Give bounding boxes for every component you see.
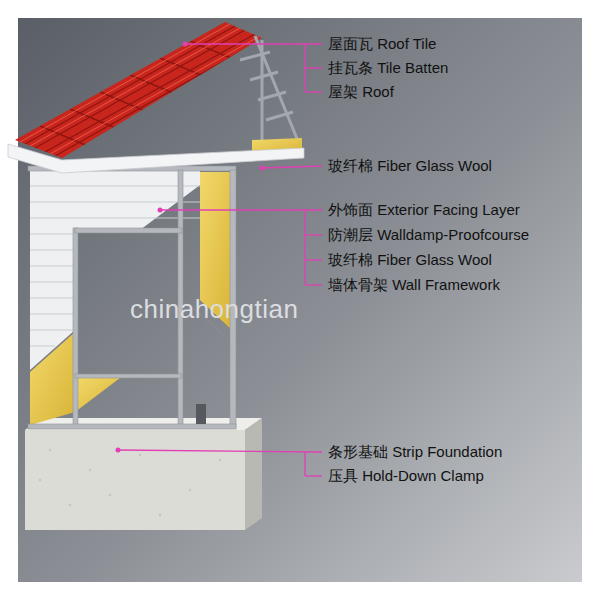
leader-lines xyxy=(118,44,322,476)
watermark: chinahongtian xyxy=(130,294,298,325)
strip-foundation xyxy=(25,430,245,530)
part-label: 屋架 Roof xyxy=(328,83,394,101)
part-label: 玻纤棉 Fiber Glass Wool xyxy=(328,251,492,269)
part-label: 墙体骨架 Wall Framework xyxy=(328,276,500,294)
wall-fiber-glass-wool xyxy=(75,378,120,412)
roof-tile xyxy=(15,22,262,158)
concrete-texture xyxy=(39,449,221,516)
roof-truss xyxy=(240,36,300,146)
part-label: 防潮层 Walldamp-Proofcourse xyxy=(328,226,529,244)
part-label: 压具 Hold-Down Clamp xyxy=(328,467,484,485)
part-label: 外饰面 Exterior Facing Layer xyxy=(328,201,520,219)
leader-dots xyxy=(116,42,265,453)
part-label: 玻纤棉 Fiber Glass Wool xyxy=(328,157,492,175)
foundation-side xyxy=(245,418,262,530)
hold-down-clamp xyxy=(196,404,206,424)
part-label: 条形基础 Strip Foundation xyxy=(328,443,502,461)
exterior-siding xyxy=(30,170,200,370)
part-label: 挂瓦条 Tile Batten xyxy=(328,59,448,77)
tile-rows xyxy=(25,26,265,156)
part-label: 屋面瓦 Roof Tile xyxy=(328,35,436,53)
wall-fiber-glass-wool xyxy=(30,332,75,425)
eave-board xyxy=(8,144,304,173)
foundation-top xyxy=(25,418,262,430)
